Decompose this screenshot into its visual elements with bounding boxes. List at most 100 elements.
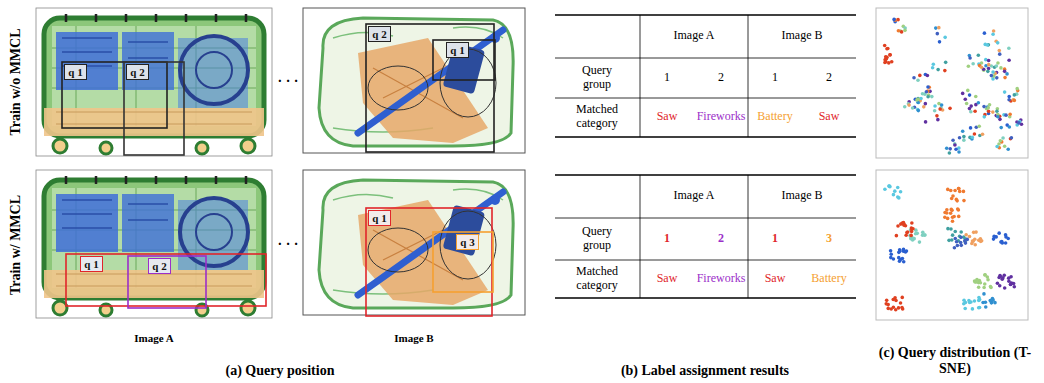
drawing-circle bbox=[937, 26, 941, 30]
drawing-circle bbox=[909, 237, 913, 241]
drawing-line bbox=[555, 218, 856, 219]
drawing-circle bbox=[957, 150, 961, 154]
drawing-circle bbox=[991, 32, 995, 36]
drawing-circle bbox=[959, 236, 963, 240]
drawing-rect bbox=[366, 208, 492, 316]
table-row-header: Query group bbox=[567, 60, 627, 96]
query-label: q 3 bbox=[460, 236, 474, 249]
drawing-rect bbox=[66, 254, 266, 306]
drawing-circle bbox=[1003, 70, 1007, 74]
drawing-circle bbox=[973, 109, 977, 113]
drawing-circle bbox=[903, 105, 907, 109]
drawing-circle bbox=[1008, 113, 1012, 117]
drawing-circle bbox=[1009, 137, 1013, 141]
drawing-circle bbox=[986, 70, 990, 74]
drawing-circle bbox=[962, 199, 966, 203]
drawing-circle bbox=[896, 186, 900, 190]
drawing-circle bbox=[989, 286, 993, 290]
query-tag: q 2 bbox=[368, 26, 391, 42]
drawing-line bbox=[748, 175, 749, 298]
drawing-circle bbox=[963, 239, 967, 243]
image-label: Image A bbox=[114, 331, 194, 345]
drawing-circle bbox=[968, 56, 972, 60]
drawing-circle bbox=[977, 238, 981, 242]
drawing-circle bbox=[912, 76, 916, 80]
ellipsis: · · · bbox=[273, 74, 303, 90]
drawing-circle bbox=[951, 219, 955, 223]
drawing-line bbox=[555, 14, 856, 15]
drawing-circle bbox=[962, 135, 966, 139]
drawing-circle bbox=[982, 286, 986, 290]
query-group-number: 1 bbox=[755, 69, 795, 87]
drawing-line bbox=[555, 58, 856, 59]
drawing-circle bbox=[959, 230, 963, 234]
drawing-circle bbox=[943, 36, 947, 40]
drawing-line bbox=[640, 175, 641, 298]
category-name: Fireworks bbox=[694, 270, 748, 288]
drawing-circle bbox=[893, 189, 897, 193]
query-boxes bbox=[62, 24, 495, 316]
drawing-circle bbox=[940, 103, 944, 107]
drawing-circle bbox=[902, 260, 906, 264]
drawing-circle bbox=[891, 298, 895, 302]
category-name: Saw bbox=[640, 108, 694, 126]
category-name: Saw bbox=[748, 270, 802, 288]
drawing-circle bbox=[982, 115, 986, 119]
drawing-circle bbox=[978, 298, 982, 302]
drawing-circle bbox=[930, 95, 934, 99]
drawing-circle bbox=[957, 215, 961, 219]
row-label: Train w/ MMCL bbox=[6, 170, 26, 320]
drawing-circle bbox=[938, 107, 942, 111]
drawing-circle bbox=[935, 114, 939, 118]
drawing-circle bbox=[933, 109, 937, 113]
drawing-circle bbox=[932, 62, 936, 66]
query-label: q 2 bbox=[152, 260, 166, 273]
drawing-circle bbox=[964, 233, 968, 237]
query-label: q 1 bbox=[84, 258, 98, 271]
drawing-circle bbox=[926, 74, 930, 78]
drawing-circle bbox=[983, 282, 987, 286]
drawing-circle bbox=[971, 62, 975, 66]
drawing-circle bbox=[922, 105, 926, 109]
drawing-circle bbox=[925, 90, 929, 94]
drawing-circle bbox=[1006, 147, 1010, 151]
drawing-circle bbox=[957, 187, 961, 191]
drawing-circle bbox=[945, 146, 949, 150]
drawing-circle bbox=[1008, 125, 1012, 129]
drawing-circle bbox=[987, 63, 991, 67]
drawing-circle bbox=[906, 230, 910, 234]
drawing-circle bbox=[1010, 136, 1014, 140]
drawing-circle bbox=[910, 221, 914, 225]
category-name: Battery bbox=[802, 270, 856, 288]
drawing-circle bbox=[977, 299, 981, 303]
table-header: Image B bbox=[752, 26, 852, 46]
drawing-circle bbox=[949, 227, 953, 231]
drawing-circle bbox=[962, 298, 966, 302]
drawing-circle bbox=[917, 109, 921, 113]
drawing-circle bbox=[980, 65, 984, 69]
drawing-circle bbox=[957, 187, 961, 191]
drawing-circle bbox=[885, 299, 889, 303]
drawing-circle bbox=[934, 26, 938, 30]
table-row-header: Query group bbox=[567, 221, 627, 257]
drawing-circle bbox=[984, 305, 988, 309]
query-group-number: 1 bbox=[647, 69, 687, 87]
table-header: Image B bbox=[752, 186, 852, 206]
drawing-circle bbox=[997, 49, 1001, 53]
query-tag: q 1 bbox=[64, 64, 87, 80]
drawing-circle bbox=[897, 196, 901, 200]
drawing-circle bbox=[954, 147, 958, 151]
drawing-circle bbox=[943, 69, 947, 73]
drawing-circle bbox=[981, 133, 985, 137]
drawing-circle bbox=[892, 18, 896, 22]
query-group-number: 2 bbox=[809, 69, 849, 87]
query-tag: q 1 bbox=[446, 42, 469, 58]
drawing-circle bbox=[994, 235, 998, 239]
drawing-line bbox=[640, 15, 641, 137]
drawing-circle bbox=[977, 53, 981, 57]
drawing-circle bbox=[900, 306, 904, 310]
drawing-circle bbox=[999, 240, 1003, 244]
tsne-frame bbox=[876, 8, 1028, 158]
drawing-circle bbox=[974, 230, 978, 234]
